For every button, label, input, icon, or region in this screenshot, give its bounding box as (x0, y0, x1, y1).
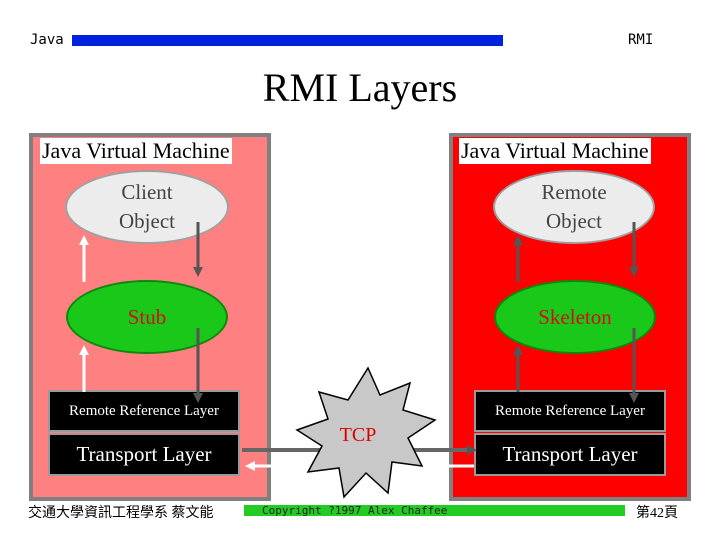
slide-title: RMI Layers (262, 65, 458, 110)
client-jvm-label: Java Virtual Machine (40, 138, 232, 164)
header-right-label: RMI (628, 32, 654, 48)
header-left-label: Java (30, 32, 64, 48)
client-transport-label: Transport Layer (76, 442, 212, 466)
stub-oval: Stub (66, 280, 228, 354)
tcp-label: TCP (339, 424, 377, 446)
client-object-line2: Object (119, 209, 175, 233)
server-transport-label: Transport Layer (502, 442, 638, 466)
server-jvm-label: Java Virtual Machine (459, 138, 651, 164)
client-transport-layer: Transport Layer (48, 433, 240, 476)
header-bar (72, 35, 503, 46)
server-remote-reference-label: Remote Reference Layer (495, 402, 645, 419)
copyright-text: Copyright ?1997 Alex Chaffee (262, 504, 448, 517)
client-object-line1: Client (121, 180, 173, 204)
footer-author: 交通大學資訊工程學系 蔡文能 (28, 506, 214, 521)
remote-object-line2: Object (546, 209, 602, 233)
client-remote-reference-label: Remote Reference Layer (69, 402, 219, 419)
remote-object-line1: Remote (541, 180, 607, 204)
tcp-starburst (295, 366, 437, 499)
client-remote-reference-layer: Remote Reference Layer (48, 390, 240, 432)
server-transport-layer: Transport Layer (474, 433, 666, 476)
skeleton-oval: Skeleton (494, 280, 656, 354)
page-number: 第42頁 (636, 506, 678, 521)
footer-bar (244, 505, 625, 516)
skeleton-label: Skeleton (538, 304, 612, 329)
stub-label: Stub (127, 304, 167, 329)
